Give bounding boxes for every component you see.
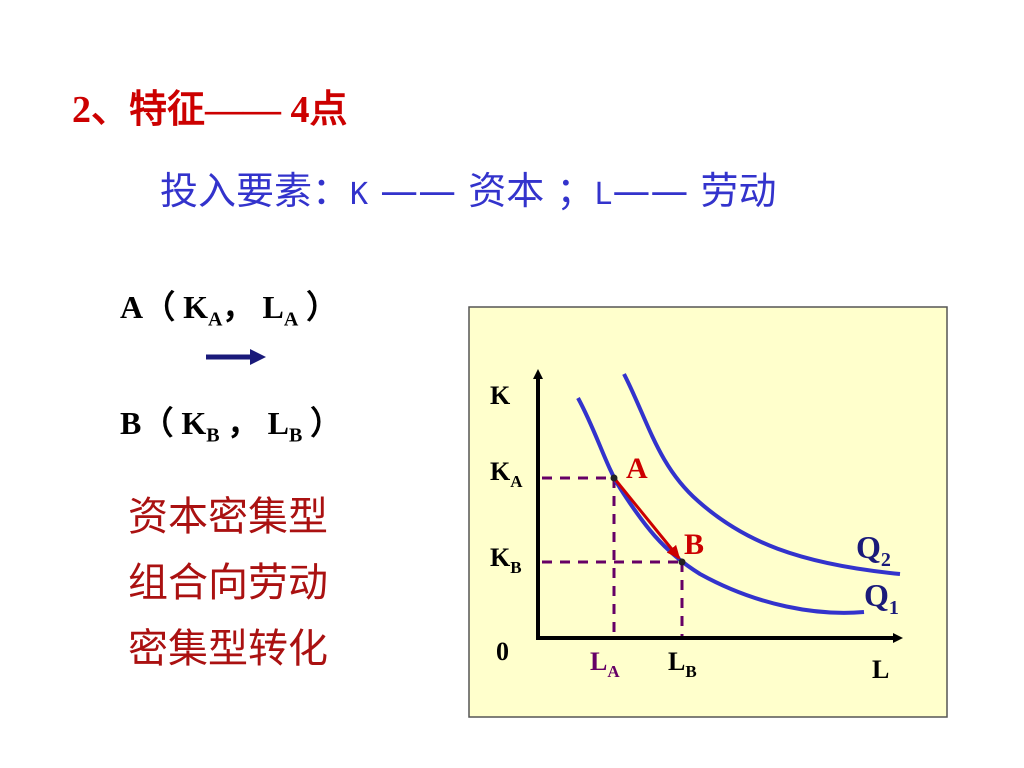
dash-2: —— bbox=[612, 169, 701, 213]
isoquant-q1 bbox=[576, 397, 865, 615]
point-a-mid: ， L bbox=[222, 289, 284, 325]
ka-label-sub: A bbox=[510, 472, 523, 491]
description-line-2: 组合向劳动 bbox=[128, 560, 328, 606]
kb-label-main: K bbox=[490, 543, 511, 572]
q2-label-sub: 2 bbox=[881, 549, 891, 571]
q2-label: Q2 bbox=[856, 529, 891, 571]
l-name: 劳动 bbox=[700, 169, 777, 213]
point-b-open: B（ K bbox=[120, 405, 207, 441]
isoquant-q2 bbox=[622, 373, 901, 576]
k-name: 资本 bbox=[468, 169, 545, 213]
point-a-close: ） bbox=[298, 289, 339, 325]
point-a-label: A bbox=[626, 452, 648, 485]
la-label-sub: A bbox=[607, 662, 620, 681]
point-a-open: A（ K bbox=[120, 289, 209, 325]
movement-arrow bbox=[612, 477, 681, 560]
k-axis-label: K bbox=[490, 381, 511, 410]
point-b-close: ） bbox=[302, 405, 343, 441]
lb-label: LB bbox=[668, 647, 697, 681]
point-b-label: B bbox=[684, 528, 704, 561]
point-a-coordinates: A（ KA， LA ） bbox=[120, 282, 338, 331]
ka-label: KA bbox=[490, 457, 523, 491]
lb-label-sub: B bbox=[685, 662, 696, 681]
q1-label: Q1 bbox=[864, 577, 899, 619]
l-axis-label: L bbox=[872, 655, 889, 684]
dash-1: —— bbox=[368, 169, 469, 213]
ka-label-main: K bbox=[490, 457, 511, 486]
description-line-3: 密集型转化 bbox=[128, 626, 328, 672]
point-a-k-sub: A bbox=[208, 308, 223, 331]
point-a-l-sub: A bbox=[283, 308, 299, 331]
q1-label-main: Q bbox=[864, 577, 889, 613]
kb-label-sub: B bbox=[510, 558, 521, 577]
point-b-l-sub: B bbox=[288, 424, 303, 447]
point-b-coordinates: B（ KB ， LB ） bbox=[120, 398, 342, 447]
slide-heading: 2、特征—— 4点 bbox=[72, 89, 348, 131]
point-b-mid: ， L bbox=[219, 405, 289, 441]
origin-label: 0 bbox=[496, 637, 509, 666]
kb-label: KB bbox=[490, 543, 522, 577]
description-line-1: 资本密集型 bbox=[128, 494, 328, 540]
lb-label-main: L bbox=[668, 647, 685, 676]
q2-label-main: Q bbox=[856, 529, 881, 565]
point-a-dot bbox=[610, 474, 618, 482]
isoquant-diagram: K KA KB 0 LA LB L A B Q2 Q1 bbox=[468, 306, 948, 718]
input-factors-line: 投入要素：K —— 资本 ；L—— 劳动 bbox=[160, 160, 777, 215]
la-label-main: L bbox=[590, 647, 607, 676]
right-arrow-icon bbox=[206, 349, 266, 365]
diagram-panel bbox=[468, 306, 948, 718]
input-factors-prefix: 投入要素： bbox=[160, 169, 351, 213]
k-symbol: K bbox=[350, 177, 369, 212]
la-label: LA bbox=[590, 647, 620, 681]
l-symbol: L bbox=[594, 177, 613, 212]
point-b-k-sub: B bbox=[206, 424, 220, 447]
separator: ； bbox=[544, 169, 595, 213]
q1-label-sub: 1 bbox=[889, 597, 899, 619]
point-b-dot bbox=[678, 558, 686, 566]
